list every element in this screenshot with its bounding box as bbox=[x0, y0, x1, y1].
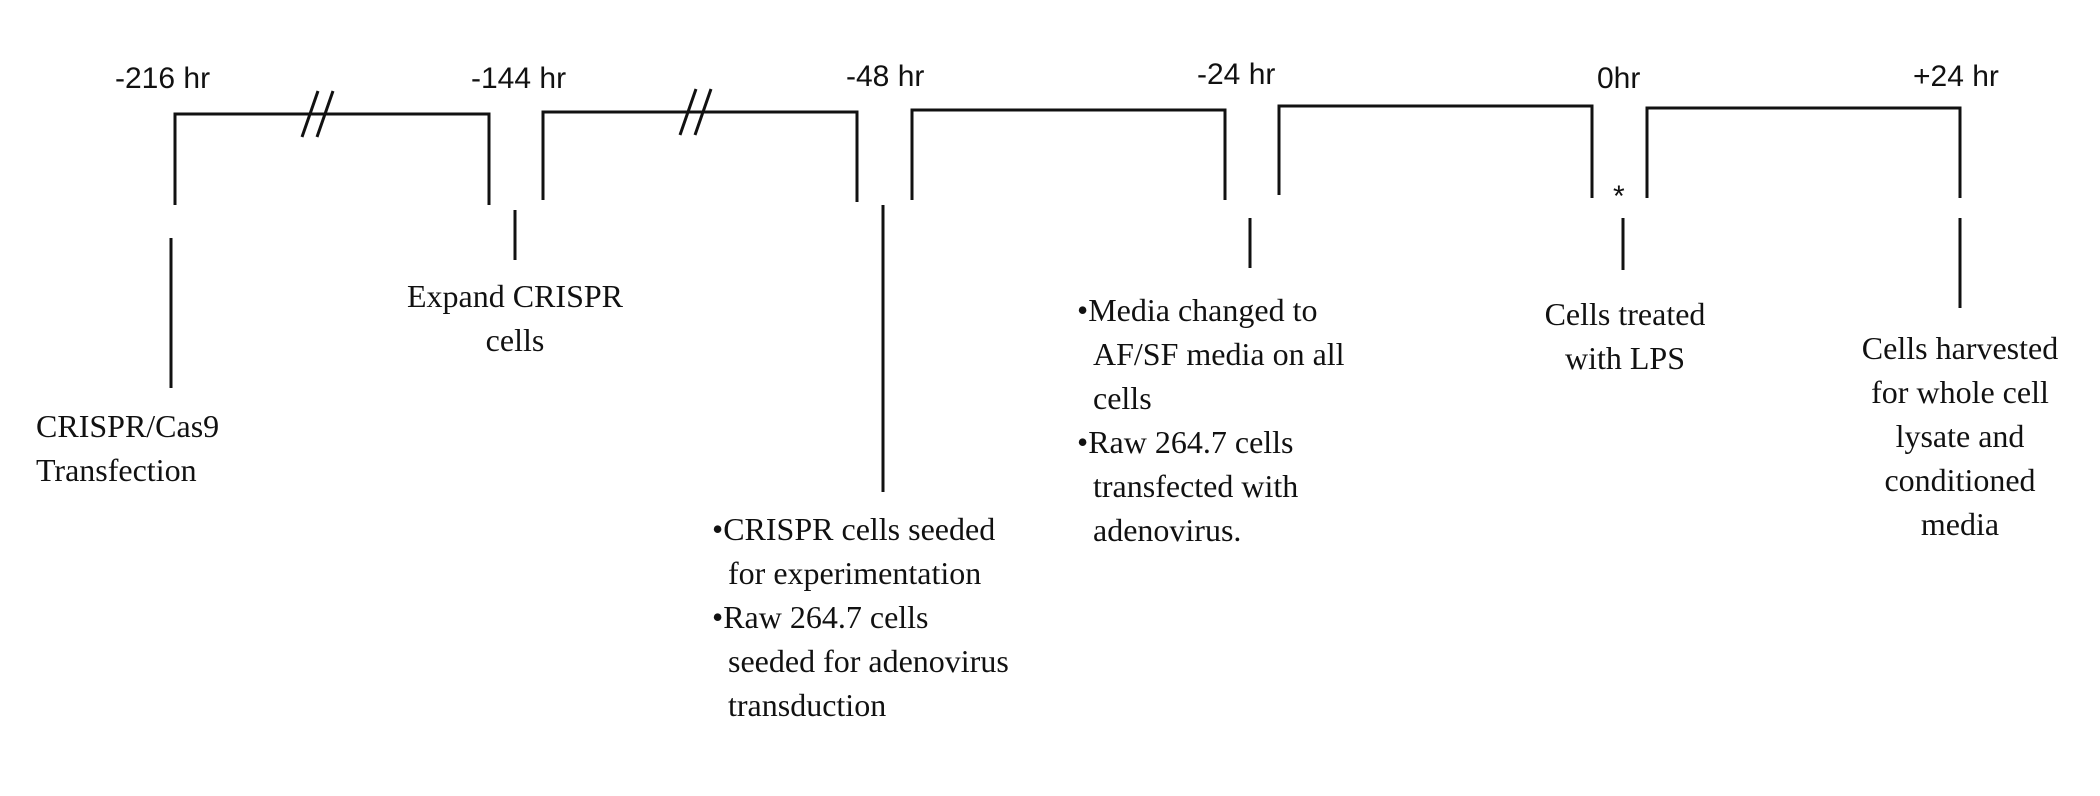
event-media-change: •Media changed to AF/SF media on all cel… bbox=[1077, 288, 1345, 552]
desc-line: Cells treated bbox=[1544, 296, 1706, 332]
desc-line: Expand CRISPR bbox=[406, 278, 624, 314]
timepoint-label: 0hr bbox=[1597, 62, 1641, 95]
desc-line: Raw 264.7 cells bbox=[1088, 424, 1294, 460]
desc-line: Raw 264.7 cells bbox=[723, 599, 929, 635]
lps-marker: * bbox=[1613, 180, 1625, 213]
event-lps-treatment: Cells treated with LPS bbox=[1510, 292, 1740, 380]
desc-line: cells bbox=[485, 322, 545, 358]
desc-line: transfected with bbox=[1093, 468, 1299, 504]
desc-line: seeded for adenovirus bbox=[728, 643, 1009, 679]
bullet-item: •Raw 264.7 cells bbox=[712, 599, 929, 635]
desc-line: for experimentation bbox=[728, 555, 982, 591]
bullet-item: •CRISPR cells seeded bbox=[712, 511, 996, 547]
bracket-4 bbox=[1277, 104, 1594, 198]
timepoint-label: -24 hr bbox=[1197, 58, 1276, 91]
desc-line: for whole cell bbox=[1871, 374, 2049, 410]
desc-line: conditioned bbox=[1884, 462, 2036, 498]
timepoint-label: -216 hr bbox=[115, 62, 211, 95]
break-mark bbox=[315, 90, 335, 138]
desc-line: adenovirus. bbox=[1093, 512, 1242, 548]
event-expand-crispr: Expand CRISPR cells bbox=[380, 274, 650, 362]
event-seeding: •CRISPR cells seeded for experimentation… bbox=[712, 507, 1009, 727]
timepoint-label: -48 hr bbox=[846, 60, 925, 93]
bracket-1 bbox=[173, 112, 491, 205]
break-mark bbox=[678, 88, 698, 136]
bracket-3 bbox=[910, 108, 1227, 200]
break-mark bbox=[300, 90, 320, 138]
desc-line: CRISPR cells seeded bbox=[723, 511, 996, 547]
desc-line: CRISPR/Cas9 bbox=[36, 408, 220, 444]
timepoint-label: +24 hr bbox=[1913, 60, 1999, 93]
desc-line: with LPS bbox=[1564, 340, 1686, 376]
bracket-2 bbox=[541, 110, 859, 202]
bullet-item: •Raw 264.7 cells bbox=[1077, 424, 1294, 460]
desc-line: media bbox=[1920, 506, 2000, 542]
desc-line: Transfection bbox=[36, 452, 197, 488]
desc-line: transduction bbox=[728, 687, 887, 723]
desc-line: lysate and bbox=[1895, 418, 2025, 454]
desc-line: cells bbox=[1093, 380, 1152, 416]
desc-line: AF/SF media on all bbox=[1093, 336, 1345, 372]
desc-line: Media changed to bbox=[1088, 292, 1318, 328]
event-harvest: Cells harvested for whole cell lysate an… bbox=[1825, 326, 2095, 546]
event-crispr-transfection: CRISPR/Cas9 Transfection bbox=[36, 404, 219, 492]
timepoint-label: -144 hr bbox=[471, 62, 567, 95]
bracket-5 bbox=[1645, 106, 1962, 198]
break-mark bbox=[693, 88, 713, 136]
bullet-item: •Media changed to bbox=[1077, 292, 1318, 328]
desc-line: Cells harvested bbox=[1861, 330, 2059, 366]
